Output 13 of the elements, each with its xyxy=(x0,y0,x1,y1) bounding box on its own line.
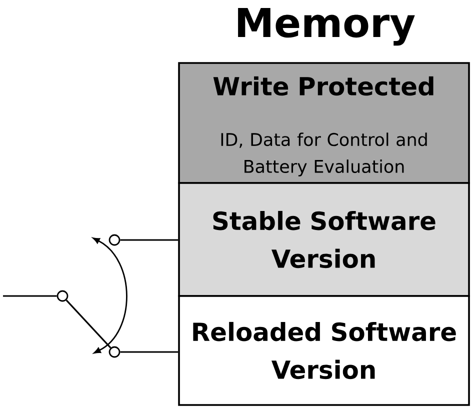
wire xyxy=(120,239,178,241)
wire xyxy=(3,295,57,297)
memory-block: Stable Software Version xyxy=(178,182,470,297)
switch-lever xyxy=(66,300,112,348)
block-heading: Write Protected xyxy=(213,76,434,96)
memory-block xyxy=(178,62,470,184)
title: Memory xyxy=(238,8,415,46)
block-description: ID, Data for Control and Battery Evaluation xyxy=(221,132,427,176)
switch-contact xyxy=(56,290,68,302)
wire xyxy=(120,351,178,353)
switch-contact xyxy=(108,346,120,358)
switch-contact xyxy=(108,234,120,246)
memory-block: Reloaded Software Version xyxy=(178,295,470,406)
